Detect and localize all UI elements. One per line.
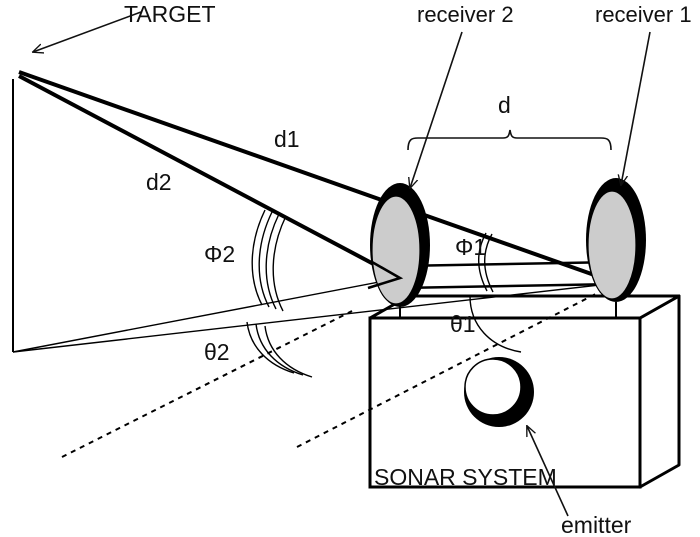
- baseline-brace: [407, 129, 612, 151]
- leader-arrows: [33, 11, 651, 517]
- axis-rail-lower: [399, 282, 618, 290]
- theta2-label: θ2: [204, 339, 230, 365]
- reference-lines: [12, 79, 618, 353]
- d1-label: d1: [274, 126, 300, 152]
- sonar-system-label: SONAR SYSTEM: [374, 464, 557, 490]
- baseline-d-label: d: [498, 92, 511, 118]
- angle-arc-phi1: [477, 232, 494, 293]
- d2-label: d2: [146, 169, 172, 195]
- phi2-label: Φ2: [204, 241, 235, 267]
- angle-arc-phi2: [251, 209, 287, 312]
- receiver-2-beam-tip: [367, 260, 404, 290]
- receiver-1-leader-arrow: [621, 31, 651, 185]
- range-line-d2: [18, 74, 401, 280]
- range-line-d1: [18, 70, 618, 285]
- receiver-2-leader-arrow: [410, 31, 463, 188]
- emitter-label: emitter: [561, 512, 632, 537]
- enclosure-top-face: [368, 294, 681, 320]
- angle-arc-theta1: [469, 295, 522, 353]
- receiver-2-label: receiver 2: [417, 2, 514, 27]
- emitter-inner-hole: [464, 358, 522, 416]
- axis-rail-upper: [399, 260, 618, 268]
- angle-arc-theta2: [246, 321, 313, 378]
- target-leader-arrow: [33, 11, 142, 52]
- theta1-label: θ1: [450, 311, 476, 337]
- phi1-label: Φ1: [455, 234, 486, 260]
- emitter-port: [464, 357, 534, 427]
- range-lines: [18, 70, 618, 285]
- receiver-1-face: [587, 190, 637, 300]
- emitter-leader-arrow: [527, 426, 569, 517]
- receiver-2-face: [371, 195, 421, 305]
- reference-line-to-receiver-1: [12, 282, 618, 353]
- enclosure-side-face: [638, 294, 681, 489]
- receiver-2-transducer[interactable]: [370, 183, 430, 307]
- receiver-1-transducer[interactable]: [586, 178, 646, 302]
- receiver-1-label: receiver 1: [595, 2, 692, 27]
- target-label: TARGET: [124, 1, 216, 27]
- receiver-axis-rails: [399, 260, 618, 290]
- reference-line-to-receiver-2: [12, 277, 401, 353]
- dashed-perspective-lines: [61, 282, 618, 458]
- dashed-line-left: [61, 310, 353, 458]
